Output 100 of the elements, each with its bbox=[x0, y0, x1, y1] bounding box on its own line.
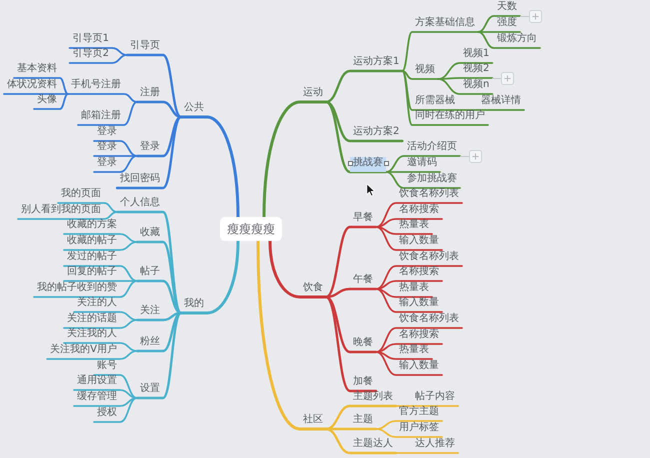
topic-label: 运动方案1 bbox=[350, 56, 402, 71]
branch-line bbox=[324, 70, 404, 104]
selected-topic-label: 挑战赛 bbox=[350, 157, 386, 172]
topic-label: 帖子内容 bbox=[412, 391, 458, 406]
topic-label: 运动方案2 bbox=[350, 126, 402, 141]
branch-line bbox=[93, 140, 138, 157]
topic-label: 视频2 bbox=[460, 63, 492, 78]
branch-line bbox=[457, 109, 525, 111]
topic-label: 用户标签 bbox=[396, 422, 442, 437]
branch-line bbox=[63, 342, 138, 352]
topic-label: 引导页1 bbox=[70, 33, 112, 48]
topic-label: 饮食 bbox=[300, 282, 326, 297]
branch-line bbox=[324, 296, 378, 392]
topic-label: 设置 bbox=[137, 383, 163, 398]
branch-line bbox=[13, 77, 69, 95]
branch-line bbox=[324, 428, 398, 454]
topic-label: 名称搜索 bbox=[396, 266, 442, 281]
topic-label: 主题 bbox=[350, 414, 376, 429]
topic-label: 我的页面 bbox=[58, 188, 104, 203]
branch-line bbox=[375, 420, 443, 430]
topic-label: 热量表 bbox=[396, 282, 432, 297]
topic-label: 输入数量 bbox=[396, 297, 442, 312]
topic-label: 邮箱注册 bbox=[78, 110, 124, 125]
topic-label: 收藏的方案 bbox=[64, 219, 120, 234]
branch-line bbox=[136, 116, 182, 158]
topic-label: 午餐 bbox=[350, 274, 376, 289]
topic-label: 登录 bbox=[94, 126, 120, 141]
branch-line bbox=[73, 311, 138, 321]
topic-label: 发过的帖子 bbox=[64, 251, 120, 266]
branch-line bbox=[116, 210, 182, 314]
topic-label: 所需器械 bbox=[412, 95, 458, 110]
branch-line bbox=[401, 70, 459, 111]
topic-label: 收藏 bbox=[137, 227, 163, 242]
topic-label: 登录 bbox=[137, 141, 163, 156]
topic-label: 主题达人 bbox=[350, 438, 396, 453]
topic-label: 缓存管理 bbox=[74, 391, 120, 406]
topic-label: 热量表 bbox=[396, 344, 432, 359]
branch-line bbox=[180, 240, 240, 314]
branch-line bbox=[68, 54, 128, 64]
branch-line bbox=[262, 100, 328, 218]
topic-label: 别人看到我的页面 bbox=[18, 204, 104, 219]
branch-line bbox=[477, 15, 521, 33]
topic-label: 运动 bbox=[300, 87, 326, 102]
topic-label: 登录 bbox=[94, 141, 120, 156]
branch-line bbox=[93, 374, 138, 399]
topic-label: 找回密码 bbox=[117, 173, 163, 188]
central-topic-box: 瘦瘦瘦瘦 bbox=[220, 217, 282, 241]
branch-line bbox=[385, 171, 461, 189]
branch-line bbox=[136, 240, 182, 314]
branch-line bbox=[324, 404, 398, 430]
topic-label: 头像 bbox=[34, 94, 60, 109]
topic-label: 社区 bbox=[300, 414, 326, 429]
topic-label: 我的帖子收到的赞 bbox=[34, 282, 120, 297]
topic-label: 天数 bbox=[494, 1, 520, 16]
topic-label: 同时在练的用户 bbox=[412, 110, 488, 125]
branch-line bbox=[375, 288, 443, 313]
branch-line bbox=[401, 70, 489, 126]
topic-label: 名称搜索 bbox=[396, 204, 442, 219]
branch-line bbox=[375, 351, 433, 360]
branch-line bbox=[437, 77, 494, 80]
topic-label: 热量表 bbox=[396, 219, 432, 234]
branch-line bbox=[33, 280, 138, 298]
branch-line bbox=[17, 211, 118, 220]
branch-line bbox=[46, 350, 138, 360]
topic-label: 基本资料 bbox=[14, 63, 60, 78]
branch-line bbox=[477, 31, 521, 33]
branch-line bbox=[375, 226, 433, 235]
topic-label: 视频1 bbox=[460, 48, 492, 63]
branch-line bbox=[375, 351, 443, 376]
topic-label: 关注我的人 bbox=[64, 328, 120, 343]
topic-label: 强度 bbox=[494, 17, 520, 32]
topic-label: 关注的人 bbox=[74, 297, 120, 312]
branch-line bbox=[136, 312, 182, 400]
topic-label: 邀请码 bbox=[404, 157, 440, 172]
branch-line bbox=[401, 31, 479, 72]
topic-label: 关注的话题 bbox=[64, 313, 120, 328]
branch-line bbox=[63, 233, 138, 243]
topic-label: 输入数量 bbox=[396, 360, 442, 375]
topic-label: 回复的帖子 bbox=[64, 266, 120, 281]
topic-label: 授权 bbox=[94, 407, 120, 422]
topic-label: 我的 bbox=[181, 298, 207, 313]
topic-label: 视频 bbox=[412, 64, 438, 79]
topic-label: 晚餐 bbox=[350, 337, 376, 352]
branch-line bbox=[116, 116, 182, 190]
branch-line bbox=[77, 101, 138, 126]
branch-line bbox=[93, 155, 138, 173]
topic-label: 早餐 bbox=[350, 212, 376, 227]
topic-label: 参加挑战赛 bbox=[404, 173, 460, 188]
topic-label: 视频n bbox=[460, 79, 492, 94]
topic-label: 收藏的帖子 bbox=[64, 235, 120, 250]
branch-line bbox=[324, 100, 388, 174]
topic-label: 锻炼方向 bbox=[494, 33, 540, 48]
branch-line bbox=[63, 241, 138, 251]
branch-line bbox=[180, 116, 240, 218]
branch-line bbox=[256, 240, 328, 430]
branch-line bbox=[375, 265, 463, 290]
topic-label: 公共 bbox=[181, 102, 207, 117]
topic-label: 通用设置 bbox=[74, 375, 120, 390]
branch-line bbox=[63, 280, 138, 282]
topic-label: 粉丝 bbox=[137, 336, 163, 351]
